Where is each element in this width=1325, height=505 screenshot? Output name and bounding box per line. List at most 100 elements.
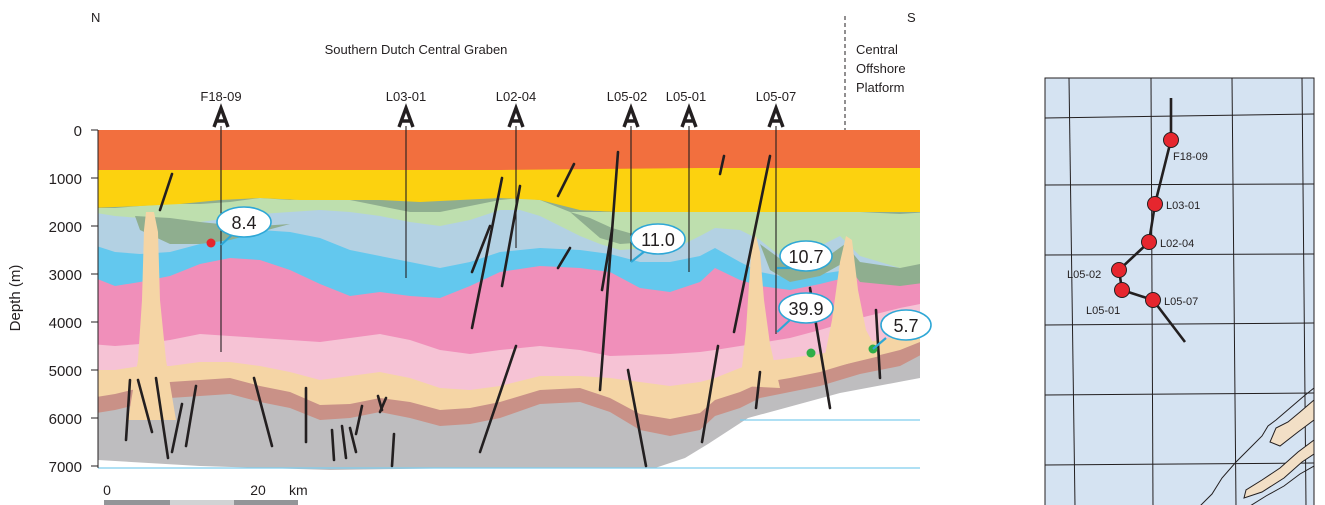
well-paths	[220, 126, 777, 352]
platform-label: Central Offshore Platform	[856, 42, 906, 95]
layer-orange-base	[98, 164, 920, 170]
fault	[500, 184, 522, 288]
fault	[170, 402, 184, 454]
grid-line	[1045, 462, 1314, 466]
callout-bubble: 11.0	[630, 223, 686, 263]
platform-label-line: Central	[856, 42, 898, 57]
well-icon	[680, 103, 698, 128]
fault	[136, 378, 154, 434]
fault	[124, 378, 132, 442]
y-tick-label: 2000	[49, 219, 82, 236]
fault	[732, 154, 772, 334]
map-land	[1269, 399, 1314, 447]
fault	[700, 344, 720, 444]
map-well-label: L05-07	[1164, 296, 1198, 308]
y-axis: 0 1000 2000 3000 4000 5000 6000 7000 Dep…	[7, 123, 99, 476]
grid-line	[1045, 322, 1314, 326]
fault	[478, 344, 518, 454]
salt-diapir-2	[740, 236, 780, 388]
callout-bubble: 8.4	[216, 206, 272, 246]
grid-line	[1045, 113, 1314, 119]
well-label: L05-07	[756, 89, 796, 104]
well-label: L05-02	[607, 89, 647, 104]
map-well-dot	[1163, 132, 1179, 148]
fault	[754, 370, 762, 410]
north-label: N	[91, 10, 100, 25]
grid-line	[1045, 253, 1314, 256]
map-wells	[1111, 132, 1179, 308]
y-axis-label: Depth (m)	[7, 265, 24, 332]
well-icon	[397, 103, 415, 128]
callout-value: 39.9	[788, 299, 823, 319]
fault	[340, 424, 348, 460]
fault	[154, 376, 170, 460]
map-sea	[1045, 78, 1314, 505]
grid-line	[1301, 78, 1307, 505]
callout-value: 10.7	[788, 247, 823, 267]
fault	[718, 154, 726, 176]
map-grid	[1045, 78, 1314, 505]
map-well-label: F18-09	[1173, 151, 1208, 163]
map-well-dot	[1114, 282, 1130, 298]
layer-dark-green-lower-2	[135, 216, 290, 244]
map-coast	[1200, 387, 1314, 505]
well-symbols	[212, 103, 785, 128]
map-well-dot	[1141, 234, 1157, 250]
scale-bar-start: 0	[103, 482, 111, 498]
map-well-labels: F18-09 L03-01 L02-04 L05-02 L05-01 L05-0…	[1067, 151, 1208, 317]
fault	[598, 150, 620, 392]
well-label: L05-01	[666, 89, 706, 104]
layer-dark-green-east	[760, 244, 920, 286]
fault	[252, 376, 274, 448]
callouts: 8.4 11.0 10.7 39.9 5.7	[216, 206, 932, 350]
region-label: Southern Dutch Central Graben	[325, 42, 508, 57]
well-icon	[507, 103, 525, 128]
map-frame	[1044, 77, 1315, 505]
map-well-dot	[1145, 292, 1161, 308]
layer-yellow-base	[98, 176, 920, 212]
fault	[556, 246, 572, 270]
strata	[98, 130, 920, 470]
grid-line	[1045, 392, 1314, 396]
scale-bar-segment-dark	[234, 500, 298, 505]
fault	[626, 368, 648, 468]
cross-section: F18-09 L03-01 L02-04 L05-02 L05-01 L05-0…	[7, 10, 932, 505]
y-tick-label: 0	[74, 123, 82, 140]
fault	[348, 426, 358, 454]
platform-label-line: Offshore	[856, 61, 906, 76]
y-tick-label: 3000	[49, 267, 82, 284]
fault	[390, 432, 396, 468]
layer-orange	[98, 130, 920, 168]
map-well-label: L02-04	[1160, 238, 1194, 250]
scale-bar: 0 20 km	[103, 482, 308, 505]
green-marker	[806, 348, 816, 358]
scale-bar-segment-dark	[104, 500, 170, 505]
south-label: S	[907, 10, 916, 25]
y-tick-label: 7000	[49, 459, 82, 476]
well-label: L02-04	[496, 89, 536, 104]
scale-bar-end: 20	[250, 482, 266, 498]
map-well-dot	[1147, 196, 1163, 212]
well-icon	[767, 103, 785, 128]
callout-value: 5.7	[893, 316, 918, 336]
fault	[556, 162, 576, 198]
fault	[330, 428, 336, 462]
well-label: L03-01	[386, 89, 426, 104]
fault	[378, 396, 388, 414]
map-well-label: L03-01	[1166, 200, 1200, 212]
location-map: F18-09 L03-01 L02-04 L05-02 L05-01 L05-0…	[1044, 77, 1315, 505]
fault	[470, 176, 504, 330]
scale-bar-segment-light	[170, 500, 234, 505]
grid-line	[1150, 78, 1154, 505]
well-label: F18-09	[200, 89, 241, 104]
y-tick-label: 1000	[49, 171, 82, 188]
well-labels: F18-09 L03-01 L02-04 L05-02 L05-01 L05-0…	[200, 89, 796, 104]
map-coast	[1250, 465, 1314, 505]
fault	[354, 404, 364, 436]
y-tick-label: 4000	[49, 315, 82, 332]
grid-line	[1231, 78, 1237, 505]
callout-bubble: 5.7	[872, 309, 932, 350]
platform-label-line: Platform	[856, 80, 904, 95]
map-land	[1243, 439, 1314, 499]
